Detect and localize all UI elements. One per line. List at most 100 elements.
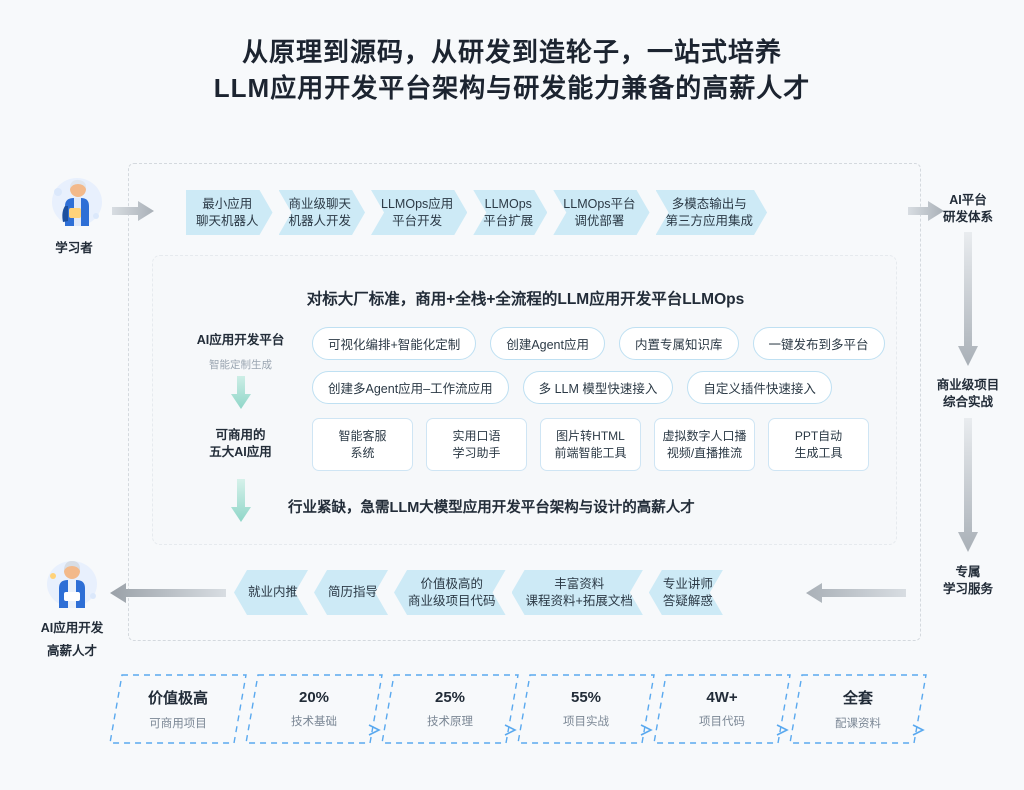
learner-actor: 学习者 xyxy=(14,172,134,257)
stat-shape-icon xyxy=(516,673,656,745)
app-card[interactable]: 虚拟数字人口播 视频/直播推流 xyxy=(654,418,755,471)
stat-shape-icon xyxy=(788,673,928,745)
stat-value: 价值极高 xyxy=(147,690,208,707)
bottom-flow-step[interactable]: 简历指导 xyxy=(314,570,388,615)
stat-label: 技术原理 xyxy=(427,716,473,728)
top-flow-step[interactable]: LLMOps 平台扩展 xyxy=(473,190,547,235)
bottom-flow-step[interactable]: 就业内推 xyxy=(234,570,308,615)
stat-item[interactable]: 20% 技术基础 xyxy=(244,673,384,745)
page-title: 从原理到源码，从研发到造轮子，一站式培养 LLM应用开发平台架构与研发能力兼备的… xyxy=(0,34,1024,106)
stat-arrow-icon xyxy=(504,723,522,741)
capability-pill[interactable]: 多 LLM 模型快速接入 xyxy=(522,371,674,404)
app-card[interactable]: 实用口语 学习助手 xyxy=(426,418,527,471)
step-line-1: LLMOps xyxy=(484,196,532,211)
arrow-down-right-1 xyxy=(957,232,979,372)
right-label-learning-service: 专属 学习服务 xyxy=(912,564,1024,598)
step-line-1: 就业内推 xyxy=(248,585,299,599)
bottom-flow-step[interactable]: 价值极高的 商业级项目代码 xyxy=(394,570,506,615)
side-label-platform: AI应用开发平台 xyxy=(196,333,285,347)
step-line-1: 专业讲师 xyxy=(662,576,713,591)
step-line-2: 课程资料+拓展文档 xyxy=(525,593,633,608)
stat-value: 55% xyxy=(570,689,602,706)
bottom-flow-step[interactable]: 丰富资料 课程资料+拓展文档 xyxy=(512,570,643,615)
commercial-apps-row: 智能客服 系统 实用口语 学习助手 图片转HTML 前端智能工具 虚拟数字人口播… xyxy=(312,418,869,471)
step-line-2: 平台扩展 xyxy=(483,213,534,228)
stat-item[interactable]: 4W+ 项目代码 xyxy=(652,673,792,745)
developer-illustration-icon xyxy=(39,552,105,614)
step-line-2: 平台开发 xyxy=(392,213,443,228)
side-label-apps-2: 五大AI应用 xyxy=(209,445,272,459)
stat-item[interactable]: 55% 项目实战 xyxy=(516,673,656,745)
app-line-2: 系统 xyxy=(350,445,375,460)
learner-label: 学习者 xyxy=(55,241,93,255)
step-line-1: 价值极高的 xyxy=(420,576,484,591)
step-line-1: LLMOps应用 xyxy=(381,196,454,211)
stat-label: 技术基础 xyxy=(291,716,337,728)
stat-arrow-icon xyxy=(776,723,794,741)
stat-value: 25% xyxy=(434,689,466,706)
stat-shape-icon xyxy=(652,673,792,745)
app-card[interactable]: 图片转HTML 前端智能工具 xyxy=(540,418,641,471)
side-label-apps-1: 可商用的 xyxy=(215,428,266,442)
capability-pill[interactable]: 自定义插件快速接入 xyxy=(687,371,832,404)
stat-arrow-icon xyxy=(368,723,386,741)
capability-pill[interactable]: 一键发布到多平台 xyxy=(752,327,885,360)
platform-heading: 对标大厂标准，商用+全栈+全流程的LLM应用开发平台LLMOps xyxy=(306,291,745,308)
arrow-service-to-bottom-flow xyxy=(806,582,906,609)
stat-value: 全套 xyxy=(842,690,873,707)
stat-label: 配课资料 xyxy=(835,718,881,730)
step-line-2: 商业级项目代码 xyxy=(408,593,496,608)
top-flow-step[interactable]: LLMOps平台 调优部署 xyxy=(553,190,649,235)
app-line-2: 前端智能工具 xyxy=(554,445,627,460)
capability-pill[interactable]: 创建Agent应用 xyxy=(490,327,605,360)
stat-item[interactable]: 25% 技术原理 xyxy=(380,673,520,745)
step-line-2: 聊天机器人 xyxy=(196,213,259,228)
platform-capability-pills-row-1: 可视化编排+智能化定制 创建Agent应用 内置专属知识库 一键发布到多平台 xyxy=(312,327,885,360)
right-label-line-1: AI平台 xyxy=(949,193,987,207)
mint-arrow-down-icon xyxy=(230,376,252,415)
right-label-commercial-project: 商业级项目 综合实战 xyxy=(912,377,1024,411)
side-label-generate: 智能定制生成 xyxy=(209,359,272,371)
platform-side-labels: AI应用开发平台 智能定制生成 可商用的 五大AI应用 xyxy=(178,332,303,528)
stat-item[interactable]: 价值极高 可商用项目 xyxy=(108,673,248,745)
step-line-2: 第三方应用集成 xyxy=(665,213,754,228)
right-label-ai-platform: AI平台 研发体系 xyxy=(912,192,1024,226)
top-flow-step[interactable]: 多模态输出与 第三方应用集成 xyxy=(656,190,768,235)
bottom-flow-chevrons: 就业内推 简历指导 价值极高的 商业级项目代码 丰富资料 课程资料+拓展文档 专… xyxy=(234,570,723,615)
platform-capability-pills-row-2: 创建多Agent应用–工作流应用 多 LLM 模型快速接入 自定义插件快速接入 xyxy=(312,371,832,404)
top-flow-step[interactable]: 最小应用 聊天机器人 xyxy=(186,190,273,235)
top-flow-step[interactable]: LLMOps应用 平台开发 xyxy=(371,190,467,235)
title-line-1: 从原理到源码，从研发到造轮子，一站式培养 xyxy=(241,37,782,67)
stat-label: 可商用项目 xyxy=(149,718,207,730)
mint-arrow-down-icon-2 xyxy=(230,479,252,528)
stat-arrow-icon xyxy=(912,723,930,741)
step-line-1: 多模态输出与 xyxy=(671,196,747,211)
right-label-line-2: 研发体系 xyxy=(942,210,993,224)
app-card[interactable]: 智能客服 系统 xyxy=(312,418,413,471)
capability-pill[interactable]: 内置专属知识库 xyxy=(618,327,739,360)
top-flow-step[interactable]: 商业级聊天 机器人开发 xyxy=(279,190,366,235)
capability-pill[interactable]: 创建多Agent应用–工作流应用 xyxy=(312,371,509,404)
developer-label-line-1: AI应用开发 xyxy=(40,621,104,635)
capability-pill[interactable]: 可视化编排+智能化定制 xyxy=(312,327,477,360)
app-line-1: PPT自动 xyxy=(794,428,843,443)
step-line-2: 机器人开发 xyxy=(288,213,352,228)
stat-label: 项目代码 xyxy=(699,716,745,728)
stat-value: 4W+ xyxy=(706,689,738,706)
stat-shape-icon xyxy=(380,673,520,745)
step-line-2: 答疑解惑 xyxy=(662,593,713,608)
app-line-2: 视频/直播推流 xyxy=(666,445,743,460)
app-card[interactable]: PPT自动 生成工具 xyxy=(768,418,869,471)
step-line-1: LLMOps平台 xyxy=(563,196,636,211)
arrow-flow-to-ai-platform xyxy=(908,200,944,227)
stat-item[interactable]: 全套 配课资料 xyxy=(788,673,928,745)
app-line-1: 虚拟数字人口播 xyxy=(662,428,747,443)
bottom-flow-step[interactable]: 专业讲师 答疑解惑 xyxy=(649,570,723,615)
stat-shape-icon xyxy=(108,673,248,745)
app-line-2: 生成工具 xyxy=(794,445,843,460)
developer-label-line-2: 高薪人才 xyxy=(46,644,97,658)
right-label-line-2: 综合实战 xyxy=(942,395,993,409)
stat-value: 20% xyxy=(298,689,330,706)
stat-label: 项目实战 xyxy=(563,716,609,728)
